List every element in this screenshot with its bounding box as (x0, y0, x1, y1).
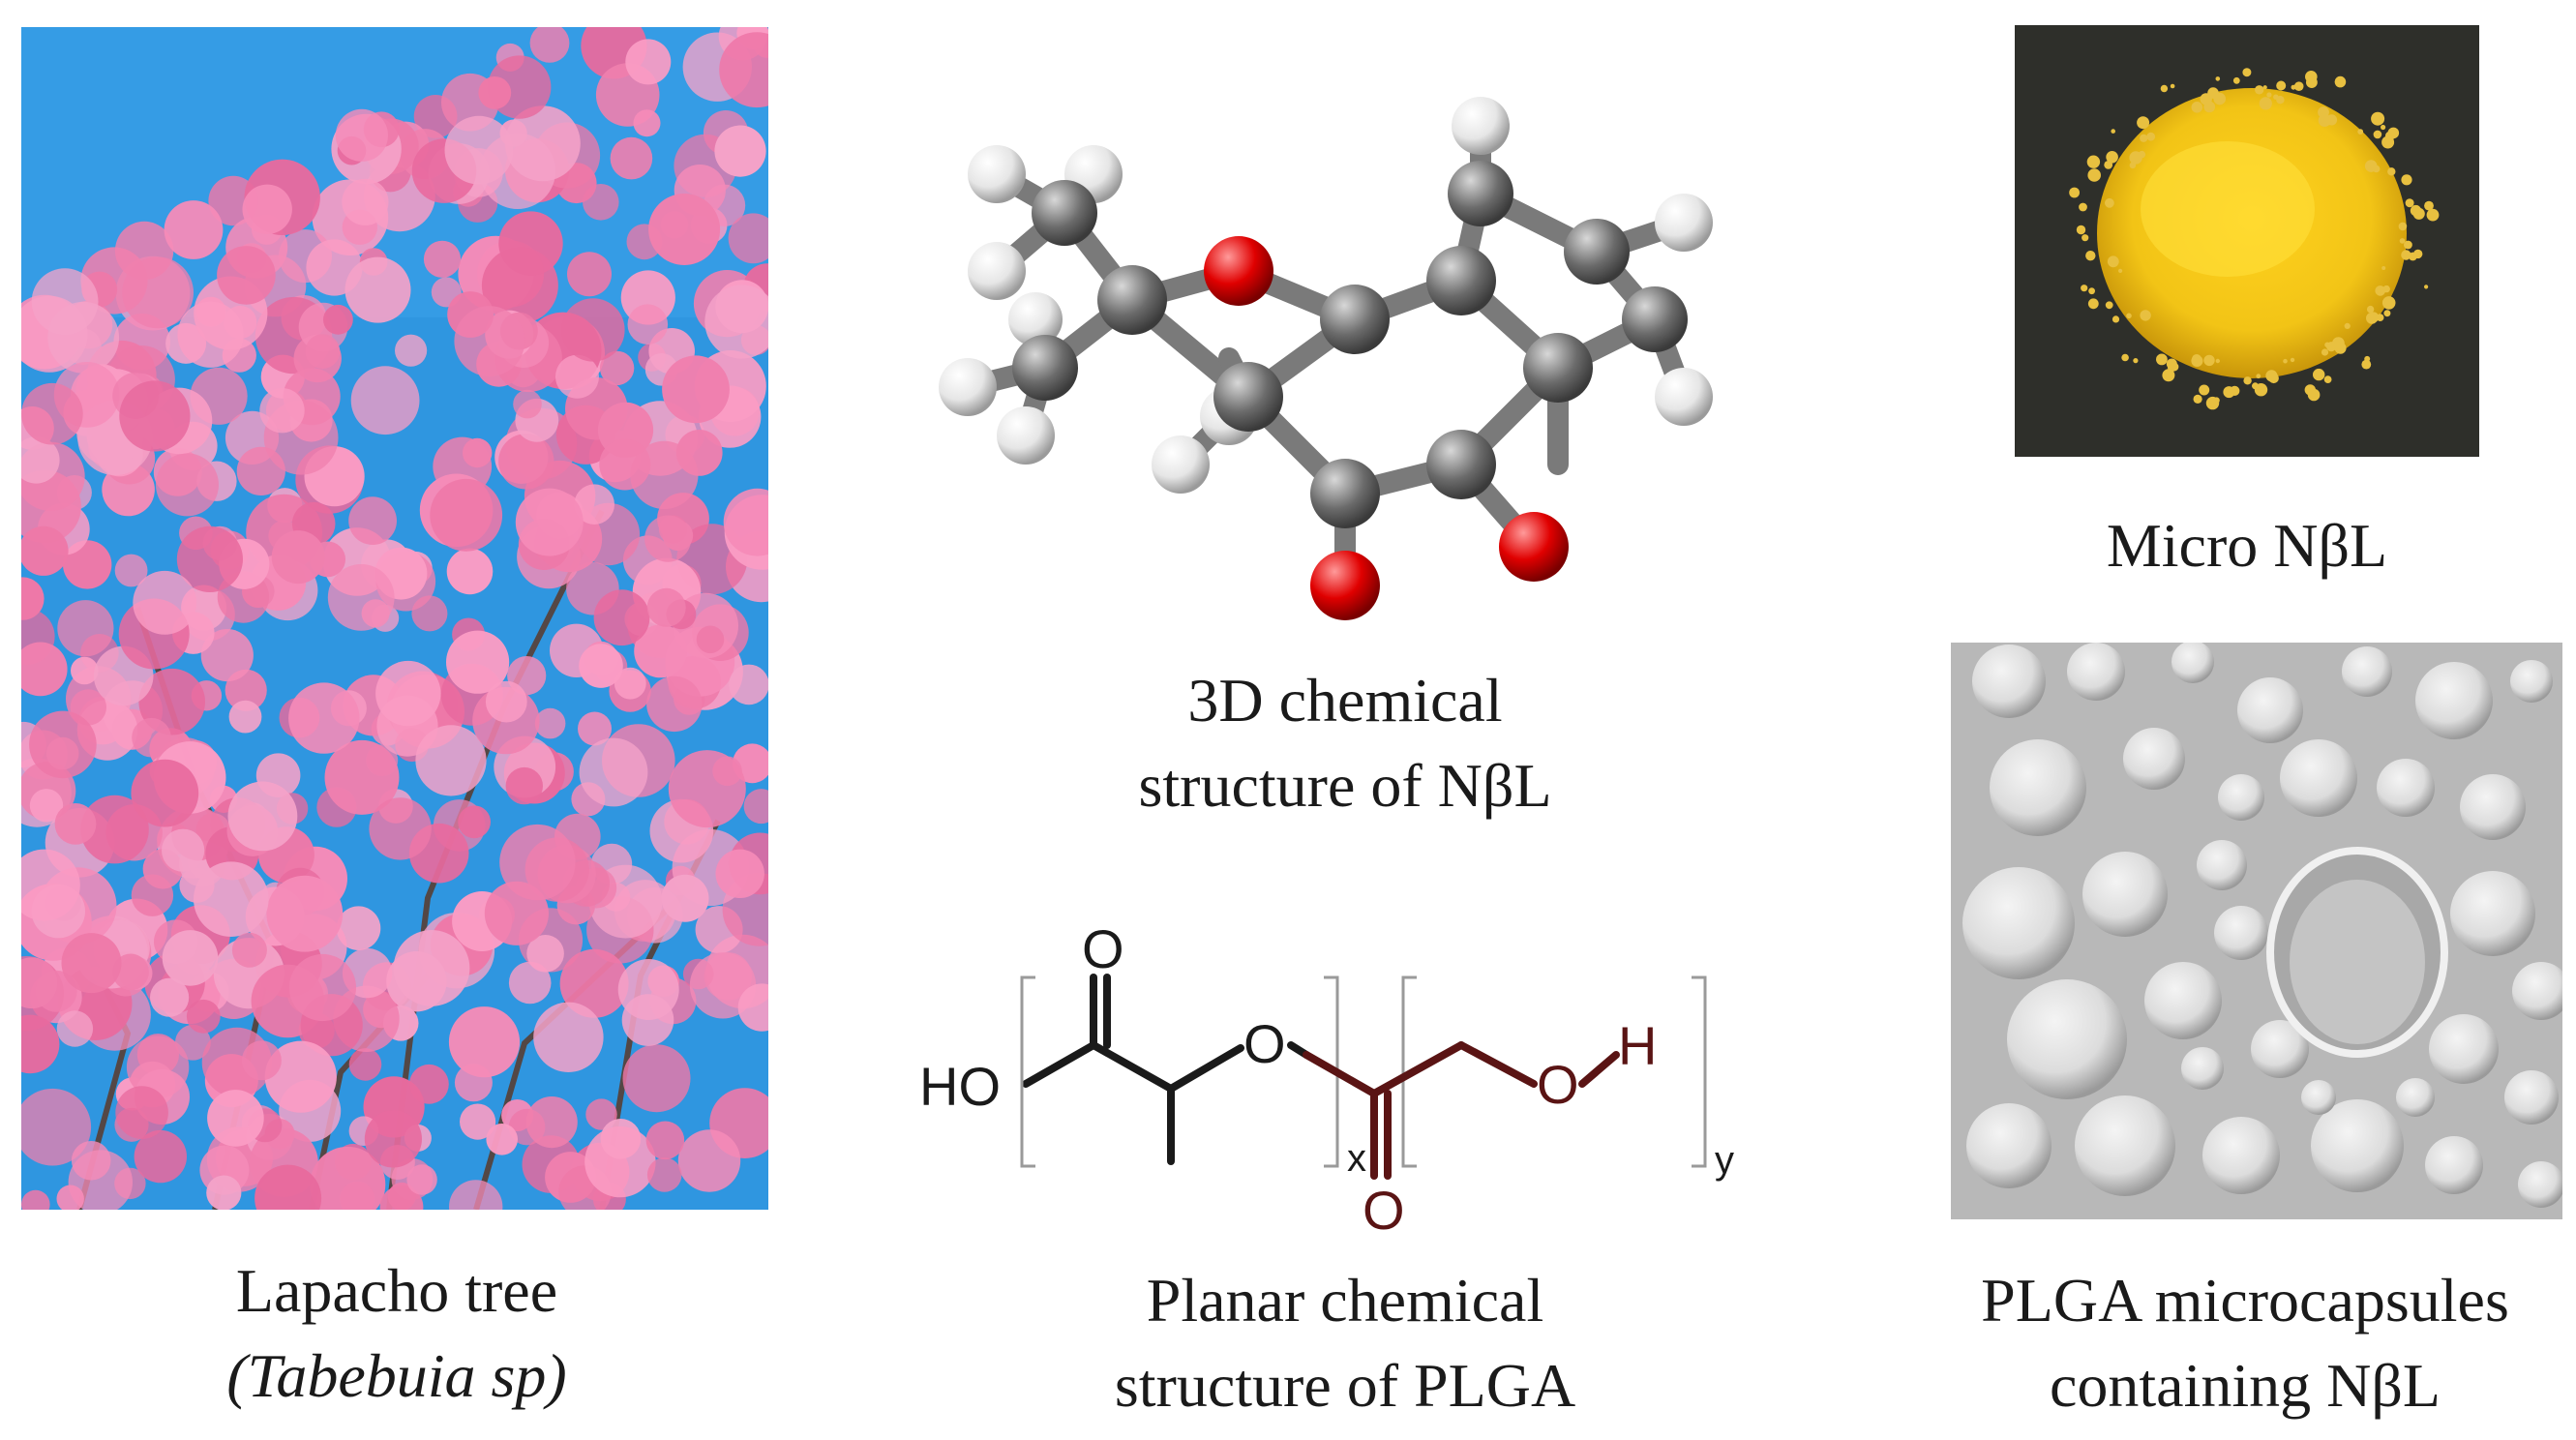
lapacho-tree-illustration (0, 12, 800, 1234)
plga-planar-structure: HO O O O O H x y (900, 910, 1790, 1241)
caption-3d-line1: 3D chemical (1187, 666, 1503, 735)
caption-plga-microcapsules: PLGA microcapsules containing NβL (1916, 1258, 2574, 1428)
plga-o-right-label: O (1537, 1054, 1579, 1115)
plga-o-top-label: O (1082, 918, 1124, 979)
caption-micro-line1: Micro NβL (2106, 511, 2388, 580)
plga-o-mid-label: O (1243, 1013, 1286, 1074)
caption-lapacho-tree: Lapacho tree (Tabebuia sp) (58, 1248, 735, 1419)
plga-o-bottom-label: O (1363, 1180, 1405, 1239)
caption-3d-line2: structure of NβL (1138, 751, 1552, 820)
plga-formula: HO O O O O H x y (919, 918, 1734, 1241)
plga-microcapsules-sem (1951, 641, 2570, 1219)
ball-and-stick-model (939, 97, 1713, 620)
sem-illustration (1951, 641, 2570, 1219)
caption-plga-line1: Planar chemical (1146, 1266, 1544, 1335)
caption-micro-nbl: Micro NβL (2015, 503, 2479, 588)
nbl-3d-structure (919, 58, 1722, 639)
powder-illustration (2015, 25, 2479, 457)
caption-lapacho-line1: Lapacho tree (235, 1256, 558, 1325)
plga-ho-label: HO (919, 1056, 1001, 1117)
lapacho-tree-photo (0, 12, 800, 1234)
caption-lapacho-line2: (Tabebuia sp) (226, 1341, 567, 1410)
micro-nbl-photo (2015, 25, 2479, 457)
caption-capsules-line1: PLGA microcapsules (1981, 1266, 2509, 1335)
caption-plga-structure: Planar chemical structure of PLGA (997, 1258, 1693, 1428)
caption-3d-structure: 3D chemical structure of NβL (997, 658, 1693, 828)
plga-h-label: H (1618, 1015, 1657, 1076)
caption-plga-line2: structure of PLGA (1114, 1351, 1576, 1420)
plga-subscript-y: y (1715, 1139, 1734, 1182)
plga-subscript-x: x (1347, 1137, 1366, 1180)
caption-capsules-line2: containing NβL (2049, 1351, 2441, 1420)
